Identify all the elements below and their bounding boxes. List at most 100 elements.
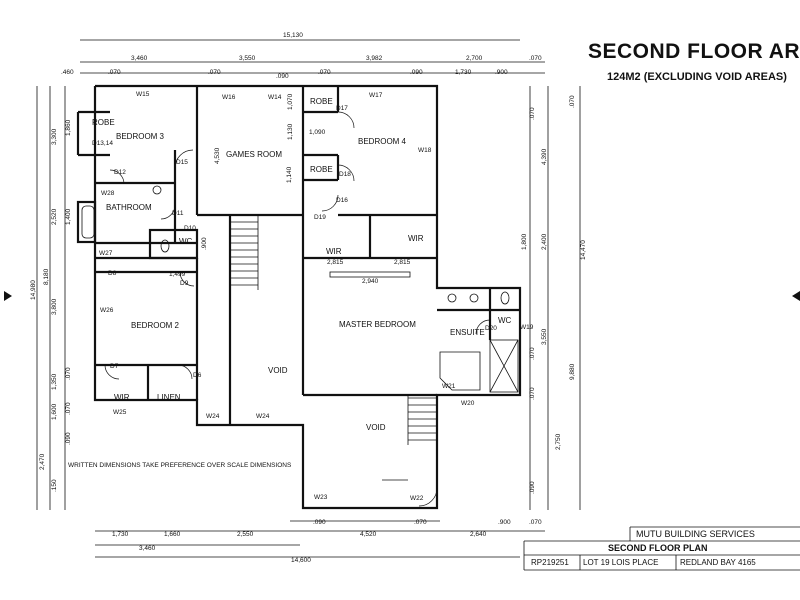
- dim-bot-070b: .070: [529, 519, 542, 526]
- tag-d7: D7: [110, 363, 119, 370]
- dim-left-070b: .070: [65, 402, 72, 415]
- dim-left-1350: 1,350: [51, 373, 58, 390]
- dim-left-090: .090: [65, 432, 72, 445]
- room-robe-2: ROBE: [310, 97, 333, 106]
- dim-v-4530: 4,530: [214, 147, 221, 164]
- dim-right-2400: 2,400: [541, 233, 548, 250]
- tag-d6: D6: [193, 372, 202, 379]
- dim-right-14470: 14,470: [580, 240, 587, 260]
- dim-top-3550: 3,550: [239, 55, 256, 62]
- dim-left-150: .150: [51, 479, 58, 492]
- dim-top-900: .900: [495, 69, 508, 76]
- room-ensuite: ENSUITE: [450, 328, 485, 337]
- dim-left-3300: 3,300: [51, 128, 58, 145]
- dim-left-8180: 8,180: [43, 268, 50, 285]
- tag-w16: W16: [222, 94, 236, 101]
- room-wir-1: WIR: [326, 247, 342, 256]
- title-block-company: MUTU BUILDING SERVICES: [636, 529, 755, 539]
- tag-w14: W14: [268, 94, 282, 101]
- dim-right-2750: 2,750: [555, 433, 562, 450]
- dim-h-2815a: 2,815: [327, 259, 344, 266]
- fixtures: [81, 185, 519, 481]
- room-labels: BEDROOM 3 ROBE GAMES ROOM ROBE ROBE BEDR…: [92, 97, 512, 432]
- tag-w25: W25: [113, 409, 127, 416]
- dim-left-2470: 2,470: [39, 453, 46, 470]
- dim-v-1070: 1,070: [287, 93, 294, 110]
- tag-w26: W26: [100, 307, 114, 314]
- dim-bot-3460: 3,460: [139, 545, 156, 552]
- door-swings: [104, 111, 491, 507]
- dim-right-090: .090: [529, 481, 536, 494]
- room-wir-2: WIR: [408, 234, 424, 243]
- tag-w22: W22: [410, 495, 424, 502]
- dim-left-3800: 3,800: [51, 298, 58, 315]
- dim-h-2940: 2,940: [362, 278, 379, 285]
- dim-v-1130: 1,130: [287, 123, 294, 140]
- tag-d18: D18: [339, 171, 351, 178]
- dim-top-460: .460: [61, 69, 74, 76]
- dim-bot-total: 14,600: [291, 557, 311, 564]
- tag-d17: D17: [336, 105, 348, 112]
- title-block-frame: [523, 526, 800, 571]
- tag-d12: D12: [114, 169, 126, 176]
- dim-top-070d: .070: [318, 69, 331, 76]
- tag-w28: W28: [101, 190, 115, 197]
- room-void-1: VOID: [268, 366, 288, 375]
- title-block-suburb: REDLAND BAY 4165: [680, 558, 756, 567]
- tag-w18: W18: [418, 147, 432, 154]
- room-robe-3: ROBE: [310, 165, 333, 174]
- dim-h-1499: 1,499: [169, 271, 186, 278]
- dim-right-4390: 4,390: [541, 148, 548, 165]
- dim-bot-090: .090: [313, 519, 326, 526]
- tag-d15: D15: [176, 159, 188, 166]
- dim-left-1400: 1,400: [65, 208, 72, 225]
- dim-right-070c: .070: [529, 347, 536, 360]
- dim-bot-4520: 4,520: [360, 531, 377, 538]
- plan-subtitle: 124M2 (EXCLUDING VOID AREAS): [607, 71, 787, 83]
- tag-w15: W15: [136, 91, 150, 98]
- tag-d19: D19: [314, 214, 326, 221]
- tag-w23: W23: [314, 494, 328, 501]
- dim-left-1860: 1,860: [65, 119, 72, 136]
- dim-h-2815b: 2,815: [394, 259, 411, 266]
- dim-h-900: .900: [201, 237, 208, 250]
- opening-tags: W15 W16 W14 W17 W18 D17 D13,14 D12 D15 D…: [92, 91, 534, 502]
- dim-top-total: 15,130: [283, 32, 303, 39]
- room-bedroom-3: BEDROOM 3: [116, 132, 165, 141]
- room-robe-1: ROBE: [92, 118, 115, 127]
- dim-top-070b: .070: [108, 69, 121, 76]
- dim-bot-070: .070: [414, 519, 427, 526]
- room-bedroom-4: BEDROOM 4: [358, 137, 407, 146]
- room-wc-2: WC: [498, 316, 512, 325]
- room-wir-3: WIR: [114, 393, 130, 402]
- dimension-text: 15,130 3,460 3,550 3,982 2,700 .070 .460…: [30, 32, 587, 564]
- plan-title: SECOND FLOOR AR: [588, 40, 800, 63]
- dim-bot-2640: 2,640: [470, 531, 487, 538]
- dim-v-1140: 1,140: [286, 166, 293, 183]
- tag-d10: D10: [184, 225, 196, 232]
- tag-d16: D16: [336, 197, 348, 204]
- room-bedroom-2: BEDROOM 2: [131, 321, 180, 330]
- dim-right-3550: 3,550: [541, 328, 548, 345]
- dim-top-090a: .090: [276, 73, 289, 80]
- tag-w21: W21: [442, 383, 456, 390]
- walls: [76, 84, 522, 510]
- room-linen: LINEN: [157, 393, 181, 402]
- tag-w24b: W24: [256, 413, 270, 420]
- dim-bot-2550: 2,550: [237, 531, 254, 538]
- dim-top-090b: .090: [410, 69, 423, 76]
- tag-d20: D20: [485, 325, 497, 332]
- tag-w19: W19: [520, 324, 534, 331]
- dim-right-070b: .070: [529, 107, 536, 120]
- dimension-lines: [36, 39, 581, 558]
- room-wc-1: WC: [179, 237, 193, 246]
- tag-d9: D9: [180, 280, 189, 287]
- title-block-rp: RP219251: [531, 558, 569, 567]
- dim-v-1090: 1,090: [309, 129, 326, 136]
- tag-w17: W17: [369, 92, 383, 99]
- dim-top-070c: .070: [208, 69, 221, 76]
- dim-top-3460: 3,460: [131, 55, 148, 62]
- section-arrow-right: [792, 291, 800, 301]
- dim-left-14980: 14,980: [30, 280, 37, 300]
